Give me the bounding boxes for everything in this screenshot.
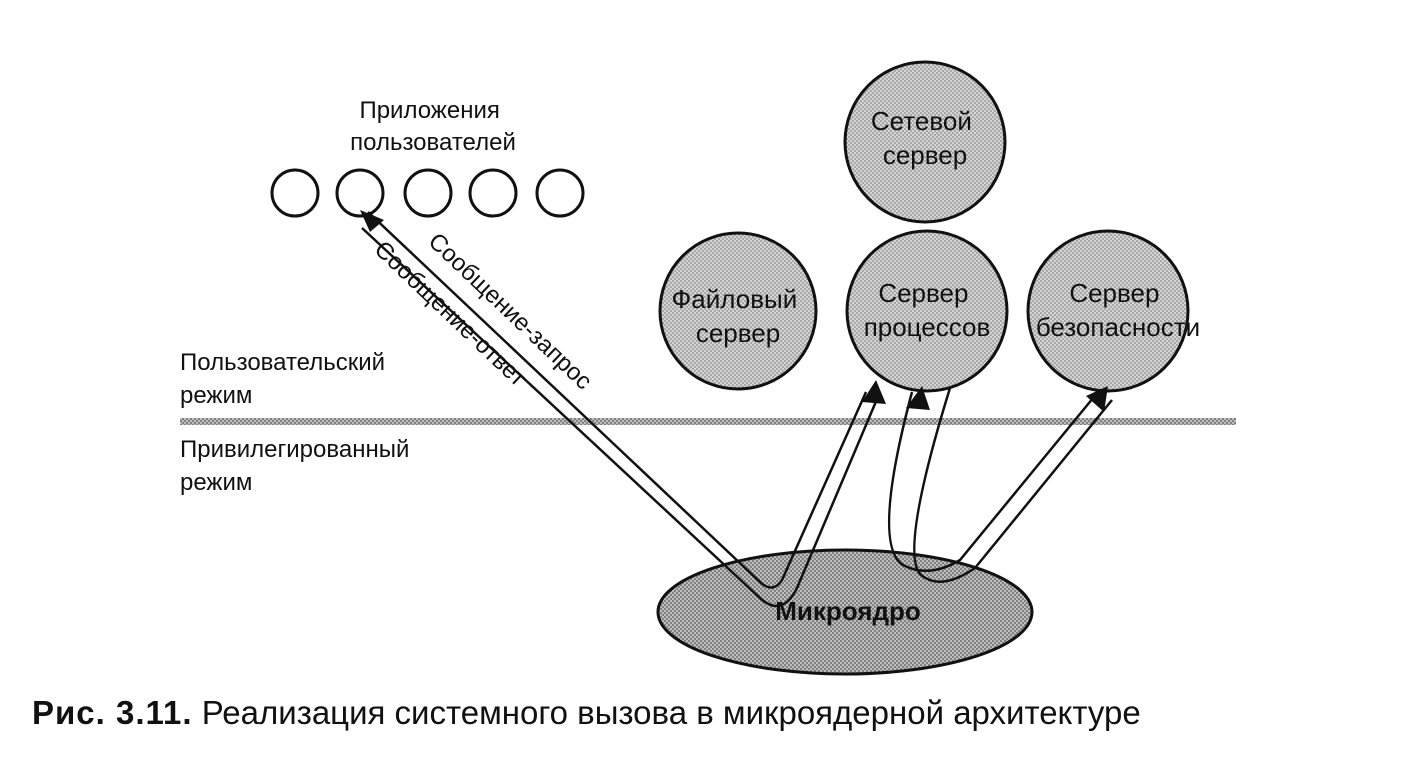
microkernel-label: Микроядро	[775, 596, 921, 626]
message-paths	[361, 211, 1113, 608]
reply-path-b	[913, 387, 1113, 583]
apps-label: Приложения пользователей	[350, 97, 516, 156]
security-server-circle	[1026, 229, 1190, 393]
figure-caption-text: Реализация системного вызова в микроядер…	[201, 694, 1141, 731]
user-mode-label: Пользовательский режим	[180, 349, 392, 409]
figure-caption: Рис. 3.11. Реализация системного вызова …	[32, 694, 1141, 732]
request-path-a	[367, 211, 868, 589]
arrow-to-process-server-icon	[862, 380, 886, 404]
arrow-heads	[360, 210, 1108, 412]
figure-number: Рис. 3.11.	[32, 694, 193, 731]
mode-separator-line	[180, 418, 1236, 425]
network-server-circle	[843, 60, 1007, 224]
arrow-to-user-app-icon	[360, 210, 384, 232]
network-server-label: Сетевой сервер	[871, 106, 979, 170]
user-app-4	[468, 168, 518, 218]
security-server-label: Сервер безопасности	[1036, 278, 1200, 342]
file-server-label: Файловый сервер	[672, 284, 805, 348]
reply-path-a	[887, 391, 1099, 573]
request-path-b	[361, 227, 882, 608]
user-application-circles	[270, 168, 585, 218]
arrow-to-security-server-icon	[1086, 386, 1108, 412]
user-app-5	[535, 168, 585, 218]
process-server-label: Сервер процессов	[864, 278, 991, 342]
process-server-circle	[845, 229, 1009, 393]
user-app-1	[270, 168, 320, 218]
user-app-3	[403, 168, 453, 218]
file-server-circle	[658, 231, 818, 391]
arrow-process-server-return-icon	[906, 386, 930, 410]
kernel-mode-label: Привилегированный режим	[180, 436, 416, 496]
user-app-2	[335, 168, 385, 218]
